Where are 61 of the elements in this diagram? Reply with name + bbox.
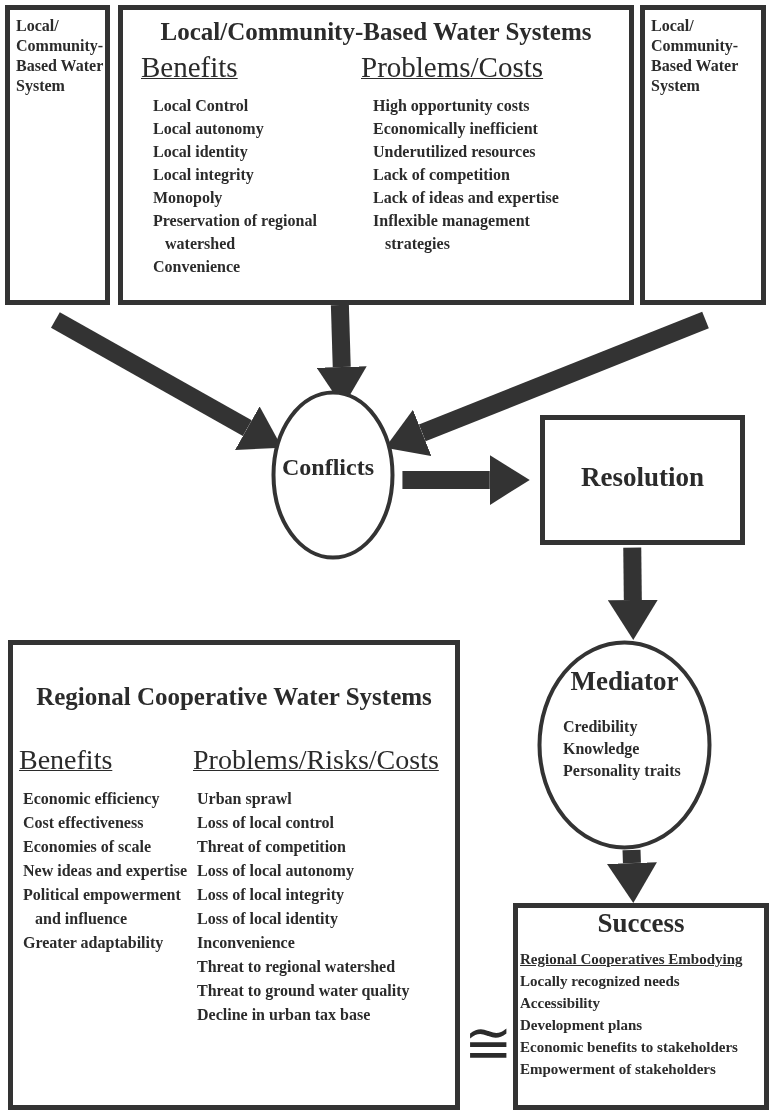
list-item: Lack of ideas and expertise [373,188,560,209]
text-box [513,903,769,1110]
list-item: Monopoly [153,188,224,209]
list-item: Preservation of regional watershed [153,211,318,254]
ellipse-node [537,640,712,850]
symbol-label: ≅ [464,1008,513,1078]
list-item: Empowerment of stakeholders [520,1060,717,1079]
list-item: Threat to ground water quality [197,981,411,1002]
list-item: Inflexible management strategies [373,211,531,255]
list-item: Urban sprawl [197,789,293,810]
list-item: Cost effectiveness [23,813,145,833]
text-box [540,415,745,545]
heading: Resolution [580,462,705,493]
arrow [606,849,657,903]
arrow [607,547,658,640]
list-item: Underutilized resources [373,142,537,162]
list-item: Convenience [153,257,242,277]
list-item: Credibility [563,717,639,738]
list-item: Loss of local integrity [197,885,346,906]
list-item: New ideas and expertise [23,861,188,882]
ellipse-node [271,390,395,560]
text-box [118,5,634,305]
list-item: Loss of local identity [197,909,339,930]
list-item: Economies of scale [23,837,152,857]
list-item: Knowledge [563,739,641,760]
subheading: Regional Cooperatives Embodying [520,950,744,969]
list-item: High opportunity costs [373,96,531,117]
list-item: Personality traits [563,761,682,782]
list-item: Accessibility [520,994,601,1013]
heading: Regional Cooperative Water Systems [35,683,433,711]
text-box [640,5,766,305]
list-item: Loss of local autonomy [197,861,355,882]
list-item: Greater adaptability [23,933,165,954]
subheading: Problems/Risks/Costs [193,743,440,777]
heading: Conflicts [281,454,375,481]
list-item: Political empowerment and influence [23,885,182,929]
list-item: Economic efficiency [23,789,161,810]
list-item: Inconvenience [197,933,296,953]
text-box [8,640,460,1110]
list-item: Loss of local control [197,813,336,833]
list-item: Decline in urban tax base [197,1005,372,1025]
list-item: Locally recognized needs [520,972,681,991]
heading: Success [596,908,686,939]
list-item: Development plans [520,1016,644,1035]
list-item: Local identity [153,142,249,163]
list-item: Local autonomy [153,119,265,140]
arrow [402,455,530,506]
heading: Mediator [569,666,680,697]
list-item: Local Control [153,96,250,116]
list-item: Threat of competition [197,837,347,858]
list-item: Economically inefficient [373,119,539,140]
box-label: Local/ Community-Based Water System [16,16,105,96]
list-item: Economic benefits to stakeholders [520,1038,739,1057]
list-item: Lack of competition [373,165,511,186]
box-label: Local/ Community-Based Water System [651,16,740,96]
subheading: Benefits [19,743,114,777]
list-item: Local integrity [153,165,255,186]
subheading: Problems/Costs [361,50,545,84]
text-box [5,5,110,305]
list-item: Threat to regional watershed [197,957,397,978]
heading: Local/Community-Based Water Systems [159,18,593,46]
